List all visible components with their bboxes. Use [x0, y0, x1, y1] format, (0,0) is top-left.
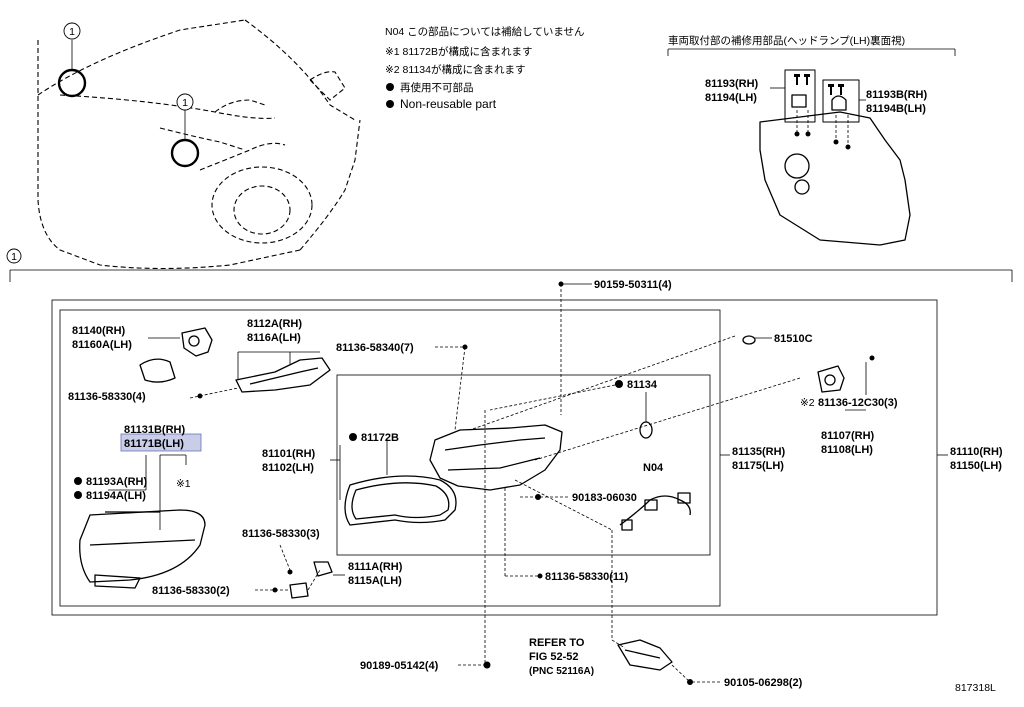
label-81102: 81102(LH): [262, 462, 314, 474]
label-81194a: 81194A(LH): [86, 490, 146, 502]
label-n04: N04: [643, 462, 664, 474]
inset-label-81194b: 81194B(LH): [866, 103, 926, 115]
label-90189-05142: 90189-05142(4): [360, 660, 439, 672]
note-n04: N04 この部品については補給していません: [385, 25, 585, 38]
label-star1: ※1: [176, 478, 191, 490]
label-81136-58330-11: 81136-58330(11): [545, 571, 629, 583]
label-81136-58340: 81136-58340(7): [336, 342, 414, 354]
callout-ring-headlamp-front: [57, 68, 87, 98]
section-bracket: 1: [6, 248, 1013, 282]
label-refer-pnc: (PNC 52116A): [529, 666, 594, 677]
bullet-icon: [386, 83, 394, 91]
label-81175: 81175(LH): [732, 460, 784, 472]
label-refer-to: REFER TO: [529, 637, 585, 649]
label-81134: 81134: [627, 379, 658, 391]
callout-circle-2: [176, 93, 194, 111]
notes-block: N04 この部品については補給していません ※1 81172Bが構成に含まれます…: [385, 25, 585, 111]
housing-assembly-frame: [336, 374, 711, 556]
label-81131b: 81131B(RH): [124, 424, 185, 436]
label-81171b: 81171B(LH): [124, 438, 184, 450]
callout-ring-headlamp-side: [170, 138, 200, 168]
label-81108: 81108(LH): [821, 444, 873, 456]
label-81136-58330-3: 81136-58330(3): [242, 528, 320, 540]
label-90159-50311: 90159-50311(4): [594, 279, 672, 291]
inset-label-81193b: 81193B(RH): [866, 89, 927, 101]
label-81135: 81135(RH): [732, 446, 786, 458]
label-81101: 81101(RH): [262, 448, 316, 460]
leader-lines: [108, 281, 948, 685]
inset-title: 車両取付部の補修用部品(ヘッドランプ(LH)裏面視): [668, 34, 905, 47]
callout-number-2: 1: [182, 97, 188, 109]
label-81160a: 81160A(LH): [72, 339, 132, 351]
part-shapes: [79, 327, 845, 671]
callout-circle-1: [63, 22, 81, 40]
label-81136-58330-2: 81136-58330(2): [152, 585, 230, 597]
label-81150: 81150(LH): [950, 460, 1002, 472]
label-star2: ※2: [800, 397, 815, 409]
outer-assembly-frame: [51, 299, 938, 616]
label-81136-58330-4: 81136-58330(4): [68, 391, 146, 403]
label-81110: 81110(RH): [950, 446, 1003, 458]
inset-label-81194: 81194(LH): [705, 92, 757, 104]
label-81107: 81107(RH): [821, 430, 875, 442]
label-refer-fig: FIG 52-52: [529, 651, 579, 663]
inset-rear-view: 車両取付部の補修用部品(ヘッドランプ(LH)裏面視) 81193(RH) 811…: [667, 34, 956, 246]
figure-id: 817318L: [955, 682, 996, 694]
label-8111a: 8111A(RH): [348, 561, 403, 573]
bullet-icon: [386, 100, 394, 108]
inset-label-81193: 81193(RH): [705, 78, 759, 90]
part-labels: 90159-50311(4) 81140(RH) 81160A(LH) 8112…: [68, 279, 1003, 694]
note-star2: ※2 81134が構成に含まれます: [385, 63, 525, 76]
section-callout: 1: [11, 251, 17, 263]
note-nonreusable-en: Non-reusable part: [400, 97, 497, 111]
label-81193a: 81193A(RH): [86, 476, 147, 488]
label-8112a: 8112A(RH): [247, 318, 302, 330]
car-front-illustration: 1 1: [37, 19, 361, 270]
note-star1: ※1 81172Bが構成に含まれます: [385, 45, 532, 58]
label-81140: 81140(RH): [72, 325, 126, 337]
label-90105-06298: 90105-06298(2): [724, 677, 803, 689]
label-81136-12c30: 81136-12C30(3): [818, 397, 898, 409]
callout-number-1: 1: [69, 26, 75, 38]
label-8115a: 8115A(LH): [348, 575, 402, 587]
note-nonreusable-jp: 再使用不可部品: [400, 81, 474, 94]
highlight-81171b: [120, 433, 202, 452]
label-81172b: 81172B: [361, 432, 399, 444]
label-8116a: 8116A(LH): [247, 332, 301, 344]
label-81510c: 81510C: [774, 333, 813, 345]
lamp-assembly-frame: [59, 309, 721, 607]
screw-icon: [794, 74, 844, 95]
label-90183-06030: 90183-06030: [572, 492, 637, 504]
